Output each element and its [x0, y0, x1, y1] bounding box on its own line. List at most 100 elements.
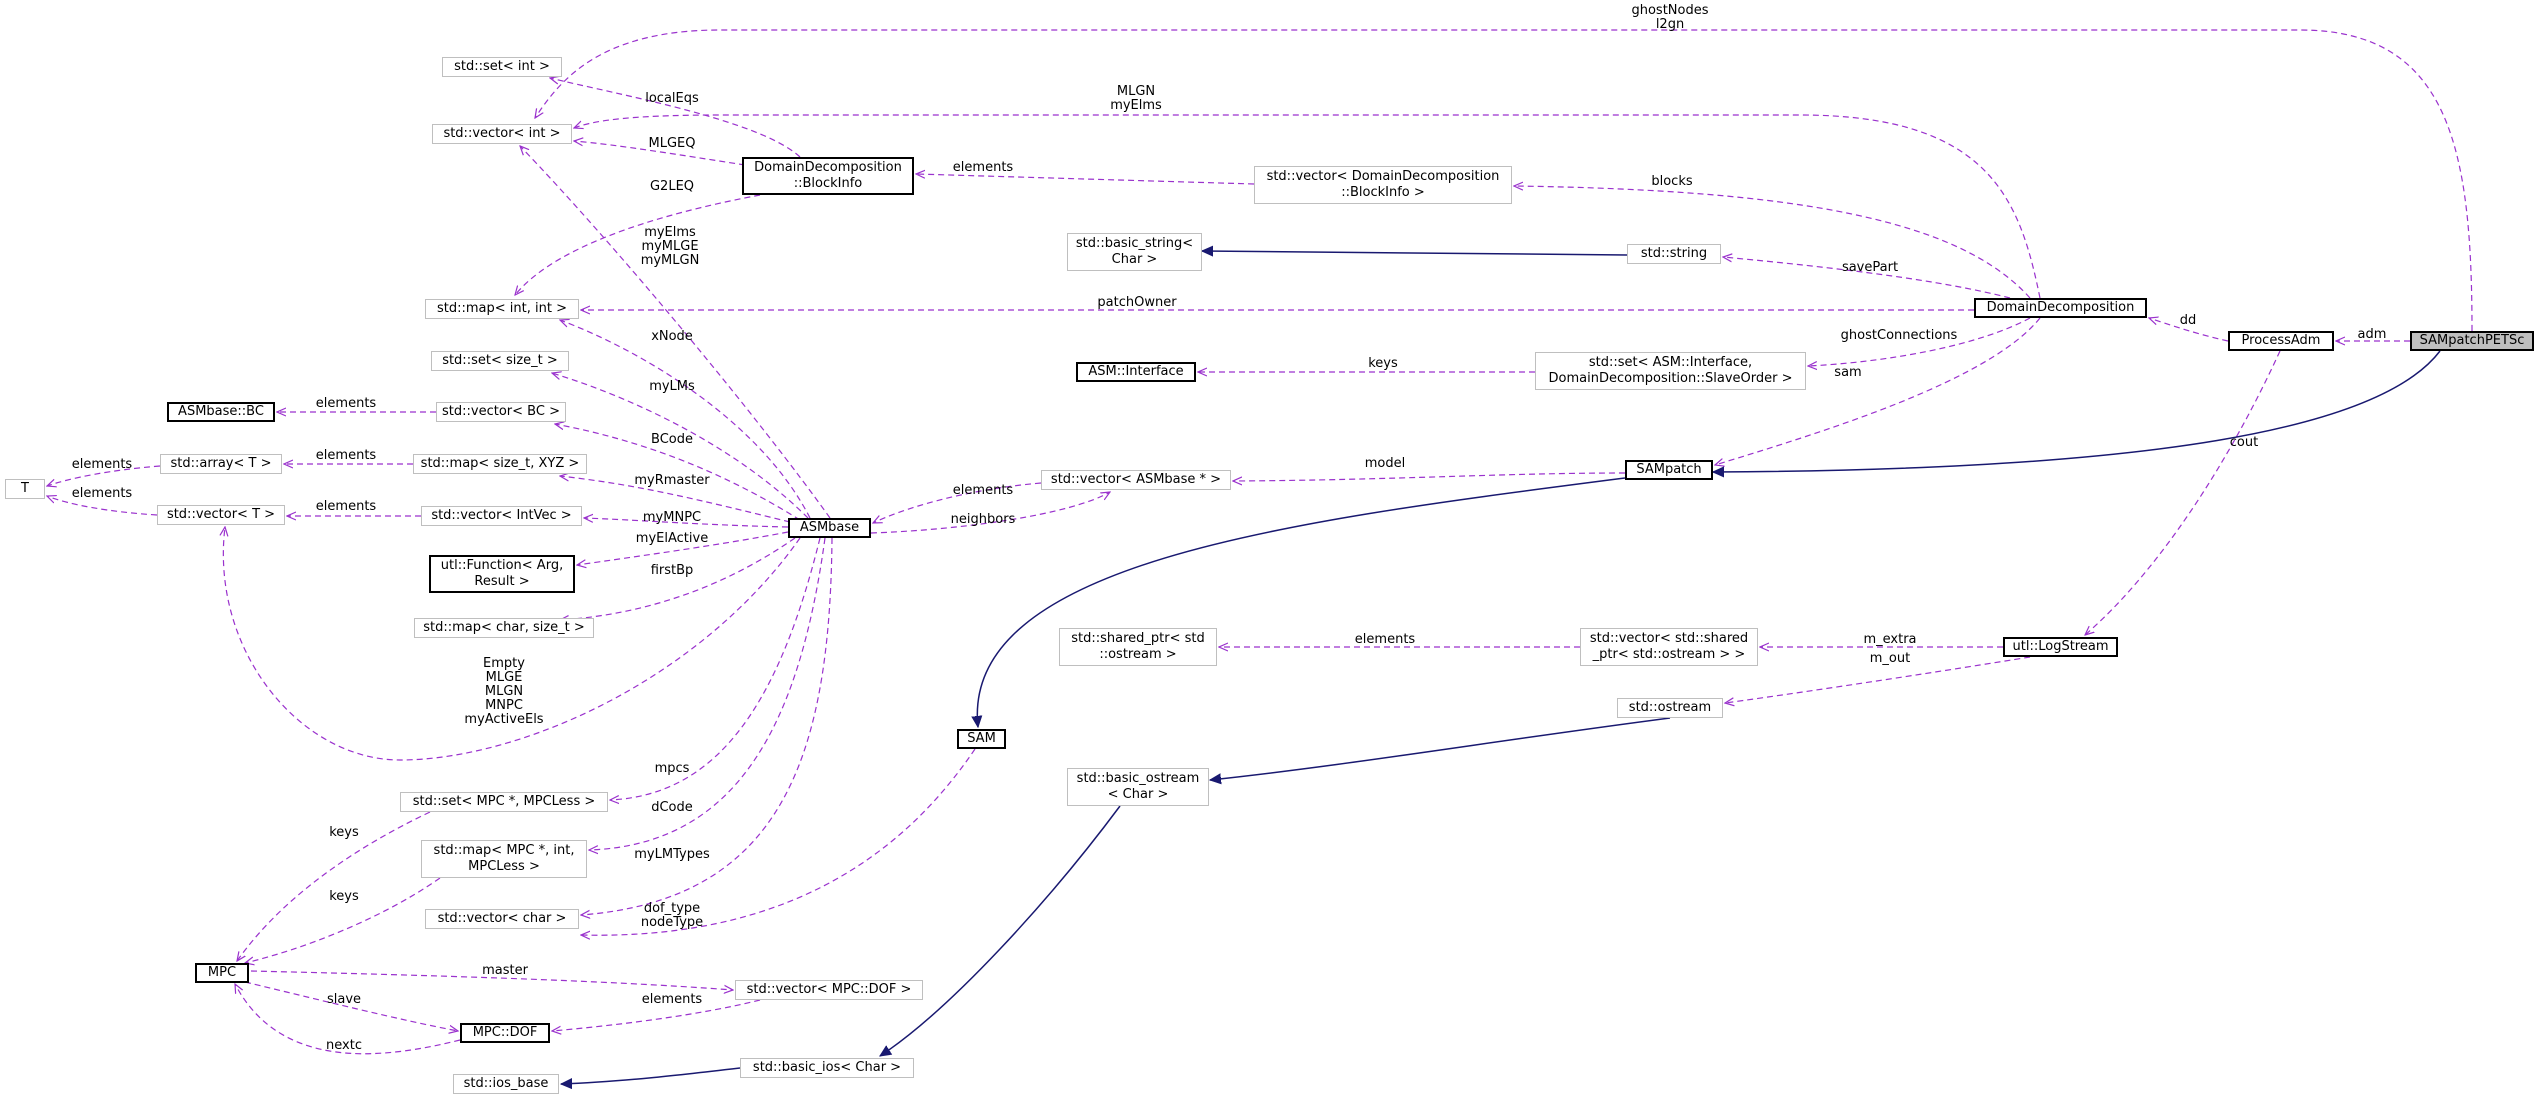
- edge-label-elements-blockinfo: elements: [952, 160, 1014, 175]
- edge-label-master: master: [482, 963, 528, 978]
- edge-label-elements-t2: elements: [71, 486, 133, 501]
- node-vector-t[interactable]: std::vector< T >: [157, 505, 285, 525]
- edge-myrmaster: [560, 476, 791, 523]
- node-set-mpc[interactable]: std::set< MPC *, MPCLess >: [400, 792, 608, 812]
- edge-master: [250, 970, 733, 990]
- edge-label-mylms: myLMs: [649, 379, 695, 394]
- edge-neighbors: [870, 492, 1110, 534]
- node-vector-blockinfo[interactable]: std::vector< DomainDecomposition ::Block…: [1254, 166, 1512, 204]
- node-basic-ostream[interactable]: std::basic_ostream < Char >: [1067, 768, 1209, 806]
- edge-mlgeq: [574, 141, 746, 166]
- edge-ios-base-inherit: [561, 1067, 741, 1084]
- node-asm-interface[interactable]: ASM::Interface: [1076, 362, 1196, 382]
- edge-mylmtypes: [581, 537, 833, 915]
- node-sampatch[interactable]: SAMpatch: [1625, 460, 1713, 480]
- node-vector-char[interactable]: std::vector< char >: [425, 909, 579, 929]
- node-ios-base[interactable]: std::ios_base: [453, 1074, 559, 1094]
- edge-slave: [244, 981, 458, 1031]
- edge-label-keys-mpc1: keys: [329, 825, 359, 840]
- edge-std-string-inherit: [1202, 251, 1628, 255]
- edge-cout: [2085, 350, 2281, 635]
- edge-label-g2leq: G2LEQ: [649, 179, 695, 194]
- node-vector-shared-ptr[interactable]: std::vector< std::shared _ptr< std::ostr…: [1580, 628, 1758, 666]
- edge-firstbp: [560, 537, 796, 620]
- edge-group: [47, 29, 2473, 1084]
- edge-label-xnode: xNode: [651, 329, 693, 344]
- node-map-int-int[interactable]: std::map< int, int >: [425, 299, 579, 319]
- edge-basic-ostream-inherit: [1210, 717, 1671, 780]
- edge-elements-dof: [552, 999, 761, 1031]
- edge-label-myelactive: myElActive: [635, 531, 709, 546]
- edge-localeqs: [550, 78, 801, 158]
- edge-label-cout: cout: [2229, 435, 2259, 450]
- node-vector-int[interactable]: std::vector< int >: [432, 124, 572, 144]
- edge-label-dd: dd: [2179, 313, 2197, 328]
- node-sampatchpetsc[interactable]: SAMpatchPETSc: [2410, 331, 2534, 351]
- node-t[interactable]: T: [5, 479, 45, 499]
- edge-label-mlgeq: MLGEQ: [648, 136, 696, 151]
- edge-label-model: model: [1364, 456, 1406, 471]
- edge-doftype: [581, 748, 976, 935]
- node-blockinfo[interactable]: DomainDecomposition ::BlockInfo: [742, 157, 914, 195]
- edge-m-out: [1725, 656, 2031, 703]
- node-set-size-t[interactable]: std::set< size_t >: [431, 351, 569, 371]
- edge-label-savepart: savePart: [1841, 260, 1899, 275]
- node-shared-ptr[interactable]: std::shared_ptr< std ::ostream >: [1059, 628, 1217, 666]
- node-std-basic-string[interactable]: std::basic_string< Char >: [1067, 233, 1202, 271]
- edge-dd: [2149, 318, 2229, 342]
- edge-elements-blockinfo: [916, 174, 1255, 185]
- edge-label-elements-t1: elements: [71, 457, 133, 472]
- node-basic-ios[interactable]: std::basic_ios< Char >: [740, 1058, 914, 1078]
- edge-label-firstbp: firstBp: [650, 563, 694, 578]
- node-set-int[interactable]: std::set< int >: [442, 57, 562, 77]
- node-vector-asmbase[interactable]: std::vector< ASMbase * >: [1041, 470, 1231, 490]
- node-array-t[interactable]: std::array< T >: [160, 454, 282, 474]
- node-mpc-dof[interactable]: MPC::DOF: [460, 1023, 550, 1043]
- node-asmbase[interactable]: ASMbase: [788, 518, 871, 538]
- node-ostream[interactable]: std::ostream: [1617, 698, 1723, 718]
- node-logstream[interactable]: utl::LogStream: [2003, 637, 2118, 657]
- node-asmbase-bc[interactable]: ASMbase::BC: [167, 402, 275, 422]
- edge-sampatch-inherit: [1713, 350, 2441, 472]
- node-std-string[interactable]: std::string: [1627, 244, 1721, 264]
- edge-label-elements-asmbase: elements: [952, 483, 1014, 498]
- node-vector-intvec[interactable]: std::vector< IntVec >: [421, 506, 582, 526]
- node-sam[interactable]: SAM: [957, 729, 1006, 749]
- edge-elements-asmbase: [873, 482, 1042, 523]
- edge-label-patchowner: patchOwner: [1097, 295, 1177, 310]
- edge-label-m-extra: m_extra: [1863, 632, 1917, 647]
- node-map-size-t-xyz[interactable]: std::map< size_t, XYZ >: [413, 454, 587, 474]
- node-mpc[interactable]: MPC: [195, 963, 249, 983]
- edge-myelms-mlge-mlgn: [520, 146, 831, 519]
- edge-keys-mpc1: [237, 811, 431, 961]
- edge-label-elements-dof: elements: [641, 992, 703, 1007]
- edge-label-mymnpc: myMNPC: [642, 510, 702, 525]
- node-map-mpc[interactable]: std::map< MPC *, int, MPCLess >: [421, 840, 587, 878]
- edge-label-neighbors: neighbors: [950, 512, 1016, 527]
- node-function[interactable]: utl::Function< Arg, Result >: [429, 555, 575, 593]
- node-domaindecomposition[interactable]: DomainDecomposition: [1974, 298, 2147, 318]
- edge-myelactive: [577, 531, 789, 565]
- edge-label-mpcs: mpcs: [654, 761, 690, 776]
- edge-label-elements-array: elements: [315, 448, 377, 463]
- node-vector-bc[interactable]: std::vector< BC >: [436, 402, 566, 422]
- edge-nextc: [235, 984, 461, 1055]
- node-vector-mpc-dof[interactable]: std::vector< MPC::DOF >: [735, 980, 923, 1000]
- edge-label-mylmtypes: myLMTypes: [634, 847, 710, 862]
- edge-label-m-out: m_out: [1869, 651, 1911, 666]
- edge-ghostconnections: [1808, 317, 2031, 366]
- edge-label-adm: adm: [2357, 327, 2387, 342]
- node-map-char-size-t[interactable]: std::map< char, size_t >: [414, 618, 594, 638]
- edge-label-slave: slave: [326, 992, 362, 1007]
- edge-mlgn-myelms: [574, 114, 2041, 299]
- node-set-interface[interactable]: std::set< ASM::Interface, DomainDecompos…: [1535, 352, 1806, 390]
- edge-xnode: [560, 320, 811, 519]
- edge-label-myrmaster: myRmaster: [634, 473, 710, 488]
- edge-elements-t1: [47, 465, 161, 486]
- edge-label-ghostnodes: ghostNodes l2gn: [1631, 3, 1709, 32]
- node-processadm[interactable]: ProcessAdm: [2228, 331, 2334, 351]
- edge-label-blocks: blocks: [1651, 174, 1693, 189]
- edge-label-empty-group: Empty MLGE MLGN MNPC myActiveEls: [464, 656, 544, 727]
- edge-model: [1233, 472, 1626, 481]
